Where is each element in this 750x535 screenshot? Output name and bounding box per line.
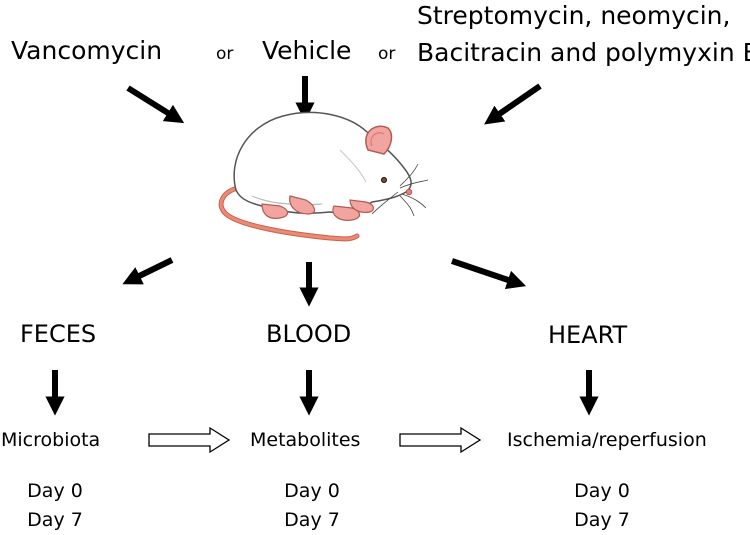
arrow-vancomycin-to-rat xyxy=(126,85,185,124)
day-0-label: Day 0 xyxy=(284,480,340,502)
day-7-label: Day 7 xyxy=(284,509,340,531)
sample-heart: HEART xyxy=(548,321,628,349)
analysis-ischemia-reperfusion: Ischemia/reperfusion xyxy=(507,429,707,451)
rat-icon xyxy=(218,111,429,242)
day-0-label: Day 0 xyxy=(27,480,83,502)
analysis-metabolites: Metabolites xyxy=(250,429,361,451)
sample-feces: FECES xyxy=(20,320,97,348)
days-blood: Day 0 Day 7 xyxy=(281,477,343,535)
day-7-label: Day 7 xyxy=(574,509,630,531)
days-feces: Day 0 Day 7 xyxy=(24,477,86,535)
arrow-antibiotics-to-rat xyxy=(484,83,542,125)
or-connector-2: or xyxy=(378,44,396,64)
sample-blood: BLOOD xyxy=(266,320,352,348)
day-0-label: Day 0 xyxy=(574,480,630,502)
arrow-rat-to-feces xyxy=(122,257,174,285)
hollow-arrow-microbiota-to-metabolites xyxy=(148,426,231,454)
analysis-microbiota: Microbiota xyxy=(1,429,101,451)
day-7-label: Day 7 xyxy=(27,509,83,531)
treatment-antibiotics-line2: Bacitracin and polymyxin B xyxy=(417,38,750,67)
treatment-vancomycin: Vancomycin xyxy=(11,36,163,65)
treatment-vehicle: Vehicle xyxy=(262,36,352,65)
hollow-arrow-metabolites-to-ischemia xyxy=(399,426,482,454)
days-heart: Day 0 Day 7 xyxy=(571,477,633,535)
treatment-antibiotics-line1: Streptomycin, neomycin, xyxy=(417,1,731,30)
or-connector-1: or xyxy=(216,44,234,64)
arrow-rat-to-heart xyxy=(451,258,527,290)
